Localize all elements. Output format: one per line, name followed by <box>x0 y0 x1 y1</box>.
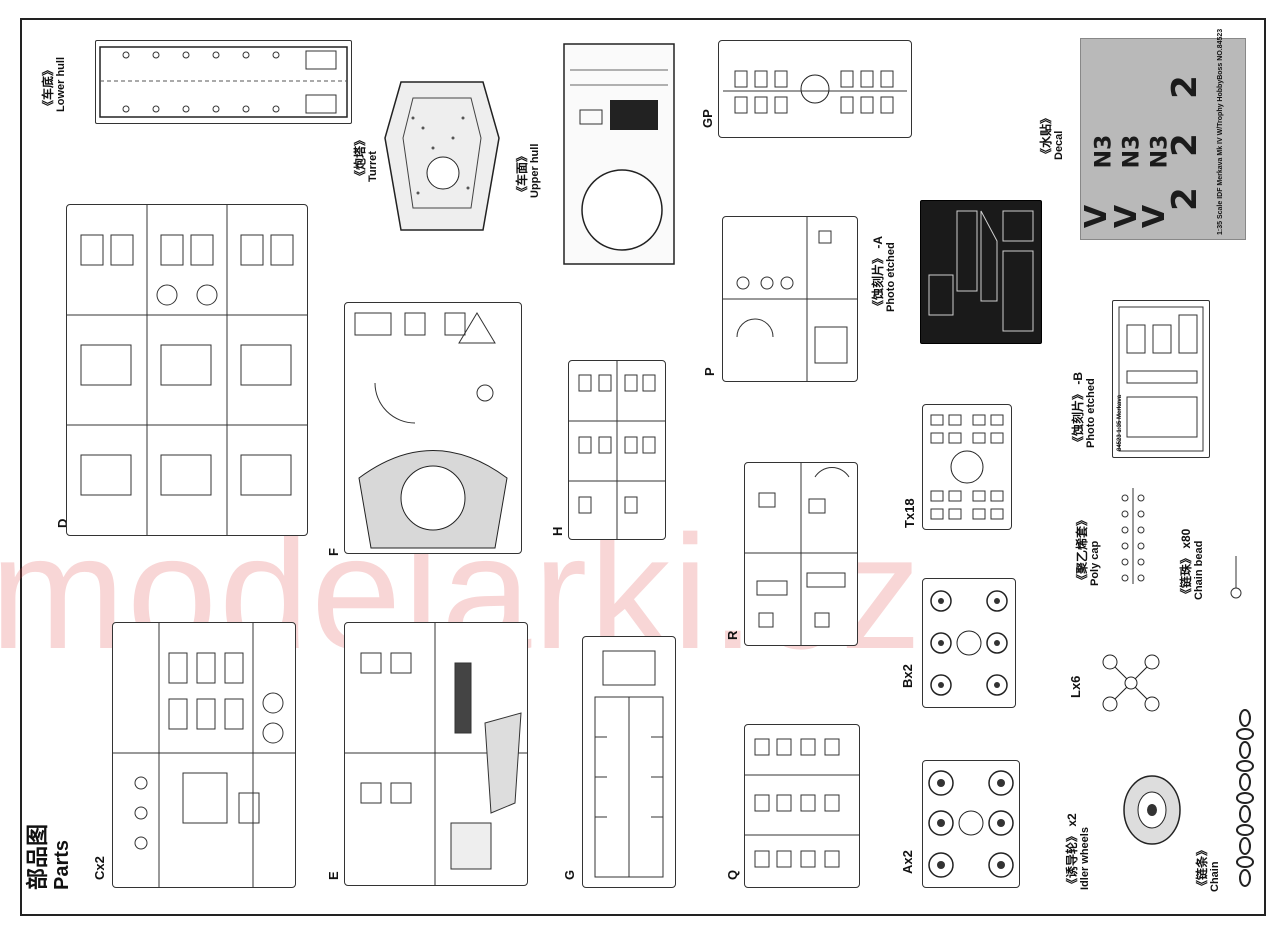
sprue-h-label: H <box>550 526 565 536</box>
sprue-r-label: R <box>725 630 740 640</box>
lower-hull-label: 《车底》Lower hull <box>41 57 67 112</box>
decal-label: 《水贴》Decal <box>1039 111 1065 160</box>
poly-cap-label: 《聚乙烯套》Poly cap <box>1075 513 1101 586</box>
sprue-g <box>582 636 676 888</box>
page-frame <box>20 18 1266 916</box>
sprue-q-label: Q <box>725 869 740 880</box>
chain-label: 《链条》Chain <box>1195 843 1221 892</box>
sprue-a-label: Ax2 <box>900 850 915 874</box>
l-part-label: Lx6 <box>1068 675 1083 698</box>
sprue-f-label: F <box>326 548 341 556</box>
decal-glyph: N3 <box>1091 134 1117 169</box>
sprue-p-label: P <box>702 367 717 376</box>
sprue-a <box>922 760 1020 888</box>
l-part <box>1100 654 1162 712</box>
idler-wheel-part <box>1120 772 1184 848</box>
sprue-q <box>744 724 860 888</box>
chain-part <box>1234 708 1256 888</box>
decal-glyph: 2 <box>1164 75 1205 99</box>
sprue-c <box>112 622 296 888</box>
sprue-b <box>922 578 1016 708</box>
chain-bead-part <box>1226 556 1246 600</box>
pe-b-caption: 84523 1:35 Merkava <box>1117 394 1123 451</box>
decal-glyph: N3 <box>1147 134 1173 169</box>
sprue-e <box>344 622 528 886</box>
poly-cap-part <box>1118 488 1148 584</box>
upper-hull-part <box>560 40 678 268</box>
sprue-b-label: Bx2 <box>900 664 915 688</box>
pe-fret-b: 84523 1:35 Merkava <box>1112 300 1210 458</box>
pe-fret-a <box>920 200 1042 344</box>
sprue-d <box>66 204 308 536</box>
sprue-f <box>344 302 522 554</box>
sprue-h <box>568 360 666 540</box>
sprue-c-label: Cx2 <box>92 856 107 880</box>
sprue-e-label: E <box>326 871 341 880</box>
decal-glyph: N3 <box>1119 134 1145 169</box>
sprue-g-label: G <box>562 869 577 880</box>
sprue-t <box>922 404 1012 530</box>
decal-sheet-caption: 1:35 Scale IDF Merkava Mk IV W/Trophy Ho… <box>1217 28 1224 235</box>
sprue-gp-label: GP <box>700 109 715 128</box>
upper-hull-label: 《车面》Upper hull <box>515 143 541 198</box>
decal-sheet: 2 2 2 ᐯ ᐯ ᐯ N3 N3 N3 1:35 Scale IDF Merk… <box>1079 29 1246 240</box>
lower-hull-part <box>95 40 352 124</box>
sprue-gp <box>718 40 912 138</box>
sprue-t-label: Tx18 <box>902 498 917 528</box>
turret-label: 《炮塔》Turret <box>353 133 379 182</box>
sprue-p <box>722 216 858 382</box>
decal-glyph: ᐯ <box>1137 204 1173 229</box>
turret-part <box>383 78 501 234</box>
sprue-r <box>744 462 858 646</box>
